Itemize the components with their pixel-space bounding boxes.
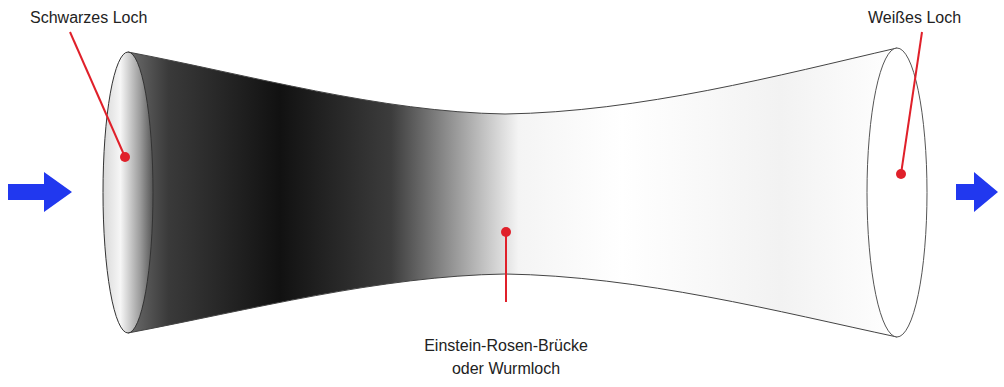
white-hole-opening	[867, 48, 927, 337]
leader-line	[70, 32, 125, 157]
inflow-arrow	[8, 172, 72, 212]
leader-dot	[896, 169, 906, 179]
black-hole-opening	[103, 52, 153, 333]
hole-label: Weißes Loch	[868, 6, 961, 29]
hole-label: Schwarzes Loch	[30, 6, 147, 29]
leader-dot	[120, 152, 130, 162]
bridge-label: Einstein-Rosen-Brücke oder Wurmloch	[416, 334, 596, 380]
wormhole-body	[128, 48, 897, 337]
leader-line	[505, 232, 507, 302]
leader-dot	[501, 227, 511, 237]
leader-line	[901, 32, 922, 174]
outflow-arrow	[956, 172, 998, 212]
